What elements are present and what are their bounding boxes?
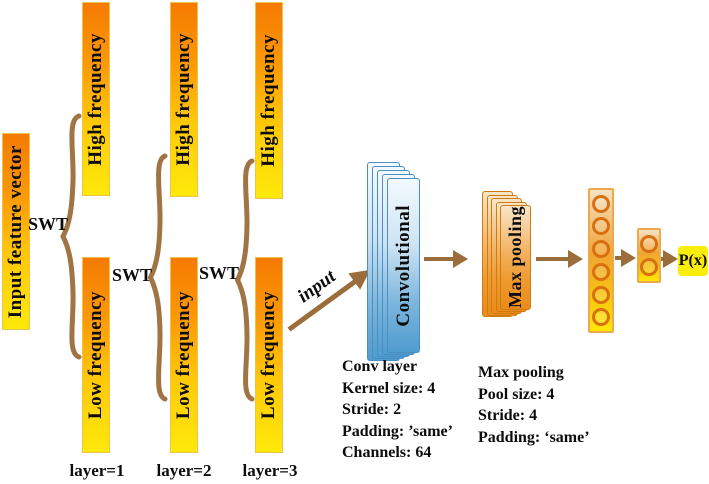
swt-brace-3	[235, 158, 255, 402]
low-frequency-bar-1: Low frequency	[82, 257, 110, 453]
pool-params-line: Stride: 4	[478, 407, 538, 424]
swt-brace-2	[148, 153, 168, 402]
maxpool-stack-label: Max pooling	[505, 206, 525, 309]
pool-params-line: Pool size: 4	[478, 385, 555, 403]
maxpool-stack: Max pooling	[482, 191, 538, 323]
low-frequency-label-1: Low frequency	[85, 290, 106, 420]
brace-path	[235, 158, 255, 402]
dense-bar-2	[637, 228, 661, 283]
neuron-circle	[592, 285, 610, 304]
high-frequency-label-1: High frequency	[85, 32, 106, 166]
high-frequency-label-3: High frequency	[258, 34, 279, 167]
conv-params-line: Kernel size: 4	[342, 379, 436, 397]
pool-params-line: Padding: ‘same’	[478, 428, 590, 446]
low-frequency-bar-3: Low frequency	[255, 257, 283, 453]
arrow-conv-to-pool	[424, 250, 468, 268]
dense-bar-1	[588, 188, 614, 333]
neuron-circle	[592, 217, 610, 236]
neuron-circle	[640, 235, 658, 253]
layer-caption-1: layer=1	[69, 461, 125, 480]
conv-stack-label: Convolutional	[392, 204, 414, 327]
neuron-circle	[640, 258, 658, 276]
brace-path	[148, 153, 168, 402]
output-box: P(x)	[678, 246, 708, 276]
layer-caption-3: layer=3	[242, 461, 298, 480]
conv-params-title: Conv layer	[342, 358, 418, 375]
neuron-circle	[592, 194, 610, 213]
neuron-circle	[592, 240, 610, 259]
swt-label-1: SWT	[28, 214, 69, 234]
layer-caption-2: layer=2	[156, 461, 212, 480]
conv-stack: Convolutional	[367, 160, 427, 365]
conv-params-line: Padding: ’same’	[342, 422, 453, 440]
brace-path	[60, 113, 82, 360]
low-frequency-label-2: Low frequency	[173, 290, 194, 420]
conv-params-line: Stride: 2	[342, 401, 402, 418]
swt-brace-1	[60, 113, 82, 360]
arrow-pool-to-dense	[536, 250, 583, 268]
conv-params-line: Channels: 64	[342, 444, 432, 461]
high-frequency-bar-1: High frequency	[82, 2, 110, 196]
maxpool-panel-front: Max pooling	[500, 205, 531, 310]
pool-params-block: Max pooling Pool size: 4 Stride: 4 Paddi…	[478, 362, 590, 448]
arrow-dense-to-dense	[615, 249, 636, 267]
input-feature-vector-bar: Input feature vector	[2, 133, 30, 330]
conv-params-block: Conv layer Kernel size: 4 Stride: 2 Padd…	[342, 356, 453, 464]
pool-params-title: Max pooling	[478, 364, 564, 381]
neuron-circle	[592, 308, 610, 327]
arrow-dense-to-output	[661, 250, 678, 268]
low-frequency-label-3: Low frequency	[258, 290, 279, 420]
conv-panel-front: Convolutional	[387, 178, 420, 353]
input-feature-vector-label: Input feature vector	[5, 144, 26, 319]
swt-label-2: SWT	[112, 265, 153, 285]
swt-label-3: SWT	[199, 263, 240, 283]
high-frequency-label-2: High frequency	[173, 33, 194, 166]
low-frequency-bar-2: Low frequency	[170, 257, 198, 453]
output-label: P(x)	[678, 252, 708, 269]
high-frequency-bar-2: High frequency	[170, 2, 198, 197]
neuron-circle	[592, 262, 610, 281]
high-frequency-bar-3: High frequency	[255, 2, 283, 199]
